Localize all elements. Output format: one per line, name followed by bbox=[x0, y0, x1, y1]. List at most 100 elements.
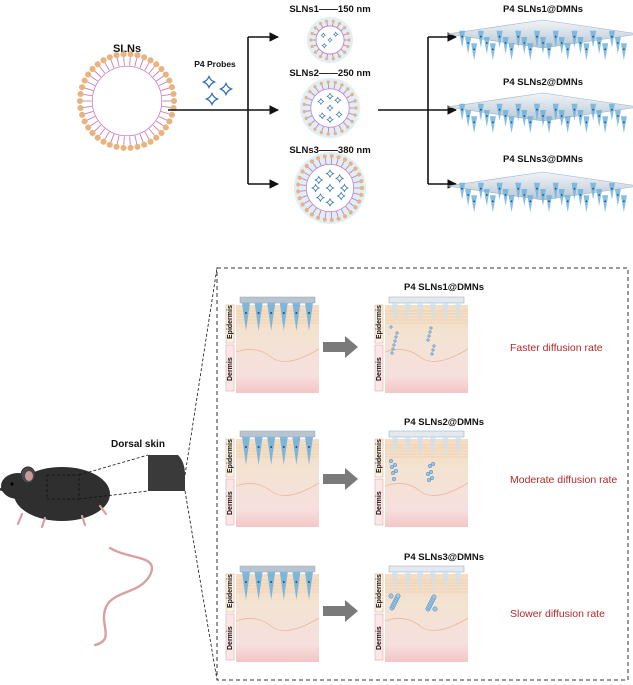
lipid-head bbox=[113, 52, 120, 59]
dmn-label-2: P4 SLNs2@DMNs bbox=[503, 77, 583, 88]
needle-probe-dot bbox=[461, 187, 464, 190]
lipid-head bbox=[127, 51, 134, 58]
skin-tissue bbox=[236, 439, 319, 527]
lipid-head bbox=[342, 26, 347, 30]
dorsal-skin-label: Dorsal skin bbox=[111, 439, 165, 450]
mouse-illustration bbox=[0, 267, 218, 681]
diffused-sln bbox=[391, 347, 395, 351]
lipid-head bbox=[166, 118, 173, 125]
needle-probe-dot bbox=[536, 187, 538, 190]
epidermis-label: Epidermis bbox=[227, 439, 234, 473]
microneedle bbox=[558, 189, 565, 206]
lipid-tail bbox=[316, 28, 320, 32]
diffused-sln bbox=[390, 465, 395, 470]
microneedle bbox=[596, 110, 603, 127]
patch-backing bbox=[388, 565, 465, 573]
microneedle bbox=[508, 43, 515, 61]
lipid-head bbox=[304, 163, 309, 169]
dermal-junction bbox=[235, 617, 320, 631]
rate-label-2: Moderate diffusion rate bbox=[510, 474, 617, 486]
rate-label-3: Slower diffusion rate bbox=[510, 608, 605, 620]
microneedle bbox=[614, 37, 621, 54]
lipid-head bbox=[348, 210, 353, 215]
lipid-tail bbox=[129, 136, 131, 145]
needle-probe-dot bbox=[491, 121, 494, 124]
needle-probe-dot bbox=[461, 108, 464, 111]
needle-probe-dot bbox=[257, 446, 260, 448]
lipid-tail bbox=[139, 133, 144, 143]
lipid-tail bbox=[346, 117, 352, 122]
probe-star-icon bbox=[201, 74, 217, 90]
needle-probe-dot bbox=[467, 42, 470, 44]
lipid-tail bbox=[84, 111, 94, 115]
lipid-head bbox=[313, 85, 317, 89]
diffused-sln bbox=[431, 462, 436, 467]
microneedle bbox=[602, 116, 609, 134]
needle-probe-dot bbox=[473, 48, 476, 51]
lipid-tail bbox=[346, 94, 352, 99]
microneedle bbox=[546, 116, 552, 134]
lipid-tail bbox=[338, 86, 342, 91]
microneedle bbox=[608, 30, 615, 48]
lipid-head bbox=[333, 80, 337, 85]
needle-probe-dot bbox=[529, 48, 532, 51]
needle-probe-dot bbox=[529, 121, 532, 124]
lipid-tail bbox=[139, 59, 144, 69]
microneedle bbox=[292, 437, 301, 465]
needle-probe-dot bbox=[610, 35, 613, 38]
mouse-feet bbox=[16, 504, 108, 529]
lipid-head bbox=[350, 92, 354, 97]
lipid-head bbox=[81, 77, 88, 84]
lipid-tail bbox=[99, 66, 106, 74]
microneedle bbox=[465, 37, 472, 54]
lipid-tail bbox=[104, 131, 110, 140]
lipid-tail bbox=[110, 59, 115, 69]
dermis-strip bbox=[374, 344, 384, 392]
microneedle bbox=[483, 37, 490, 54]
lipid-head bbox=[168, 111, 175, 118]
diffused-sln bbox=[395, 331, 399, 335]
lipid-tail bbox=[315, 123, 320, 129]
lipid-tail bbox=[304, 200, 310, 204]
lipid-tail bbox=[351, 197, 358, 201]
mouse-eye bbox=[10, 482, 14, 486]
needle-probe-dot bbox=[585, 48, 588, 51]
needle-probe-dot bbox=[573, 108, 576, 111]
lipid-head bbox=[77, 104, 84, 112]
dissolved-needle bbox=[429, 303, 436, 323]
lipid-tail bbox=[340, 209, 345, 215]
probe-star-icon bbox=[335, 110, 343, 119]
needle-probe-dot bbox=[560, 42, 563, 44]
microneedle bbox=[577, 110, 584, 127]
diffused-sln bbox=[431, 594, 437, 600]
needle-probe-dot bbox=[523, 194, 526, 196]
row-dmn-label-1: P4 SLNs1@DMNs bbox=[404, 282, 484, 293]
needle-probe-dot bbox=[604, 121, 607, 124]
microneedle bbox=[305, 437, 313, 465]
lipid-tail bbox=[158, 81, 167, 87]
microneedle bbox=[521, 110, 528, 127]
dermal-junction bbox=[384, 617, 469, 631]
needle-probe-dot bbox=[604, 200, 607, 203]
microneedle bbox=[483, 189, 490, 206]
dissolved-needle bbox=[429, 572, 436, 592]
needle-probe-dot bbox=[295, 446, 298, 448]
needle-probe-dot bbox=[510, 200, 513, 203]
diffused-sln bbox=[427, 334, 431, 338]
lipid-tail bbox=[160, 111, 170, 115]
needle-probe-dot bbox=[566, 48, 569, 51]
needle-probe-dot bbox=[270, 312, 273, 314]
lipid-tail bbox=[318, 210, 322, 216]
skin-tissue bbox=[236, 574, 319, 662]
lipid-tail bbox=[320, 24, 324, 29]
lipid-tail bbox=[305, 110, 311, 112]
needle-probe-dot bbox=[479, 108, 482, 111]
needle-probe-dot bbox=[604, 48, 607, 51]
skin-panels: EpidermisDermisEpidermisDermisEpidermisD… bbox=[225, 296, 469, 662]
epidermis-label: Epidermis bbox=[376, 574, 383, 608]
epidermis-strip bbox=[225, 573, 235, 613]
needle-probe-dot bbox=[616, 115, 619, 117]
microneedle bbox=[596, 189, 603, 206]
lipid-tail bbox=[313, 44, 318, 47]
patch-backing bbox=[239, 565, 316, 573]
